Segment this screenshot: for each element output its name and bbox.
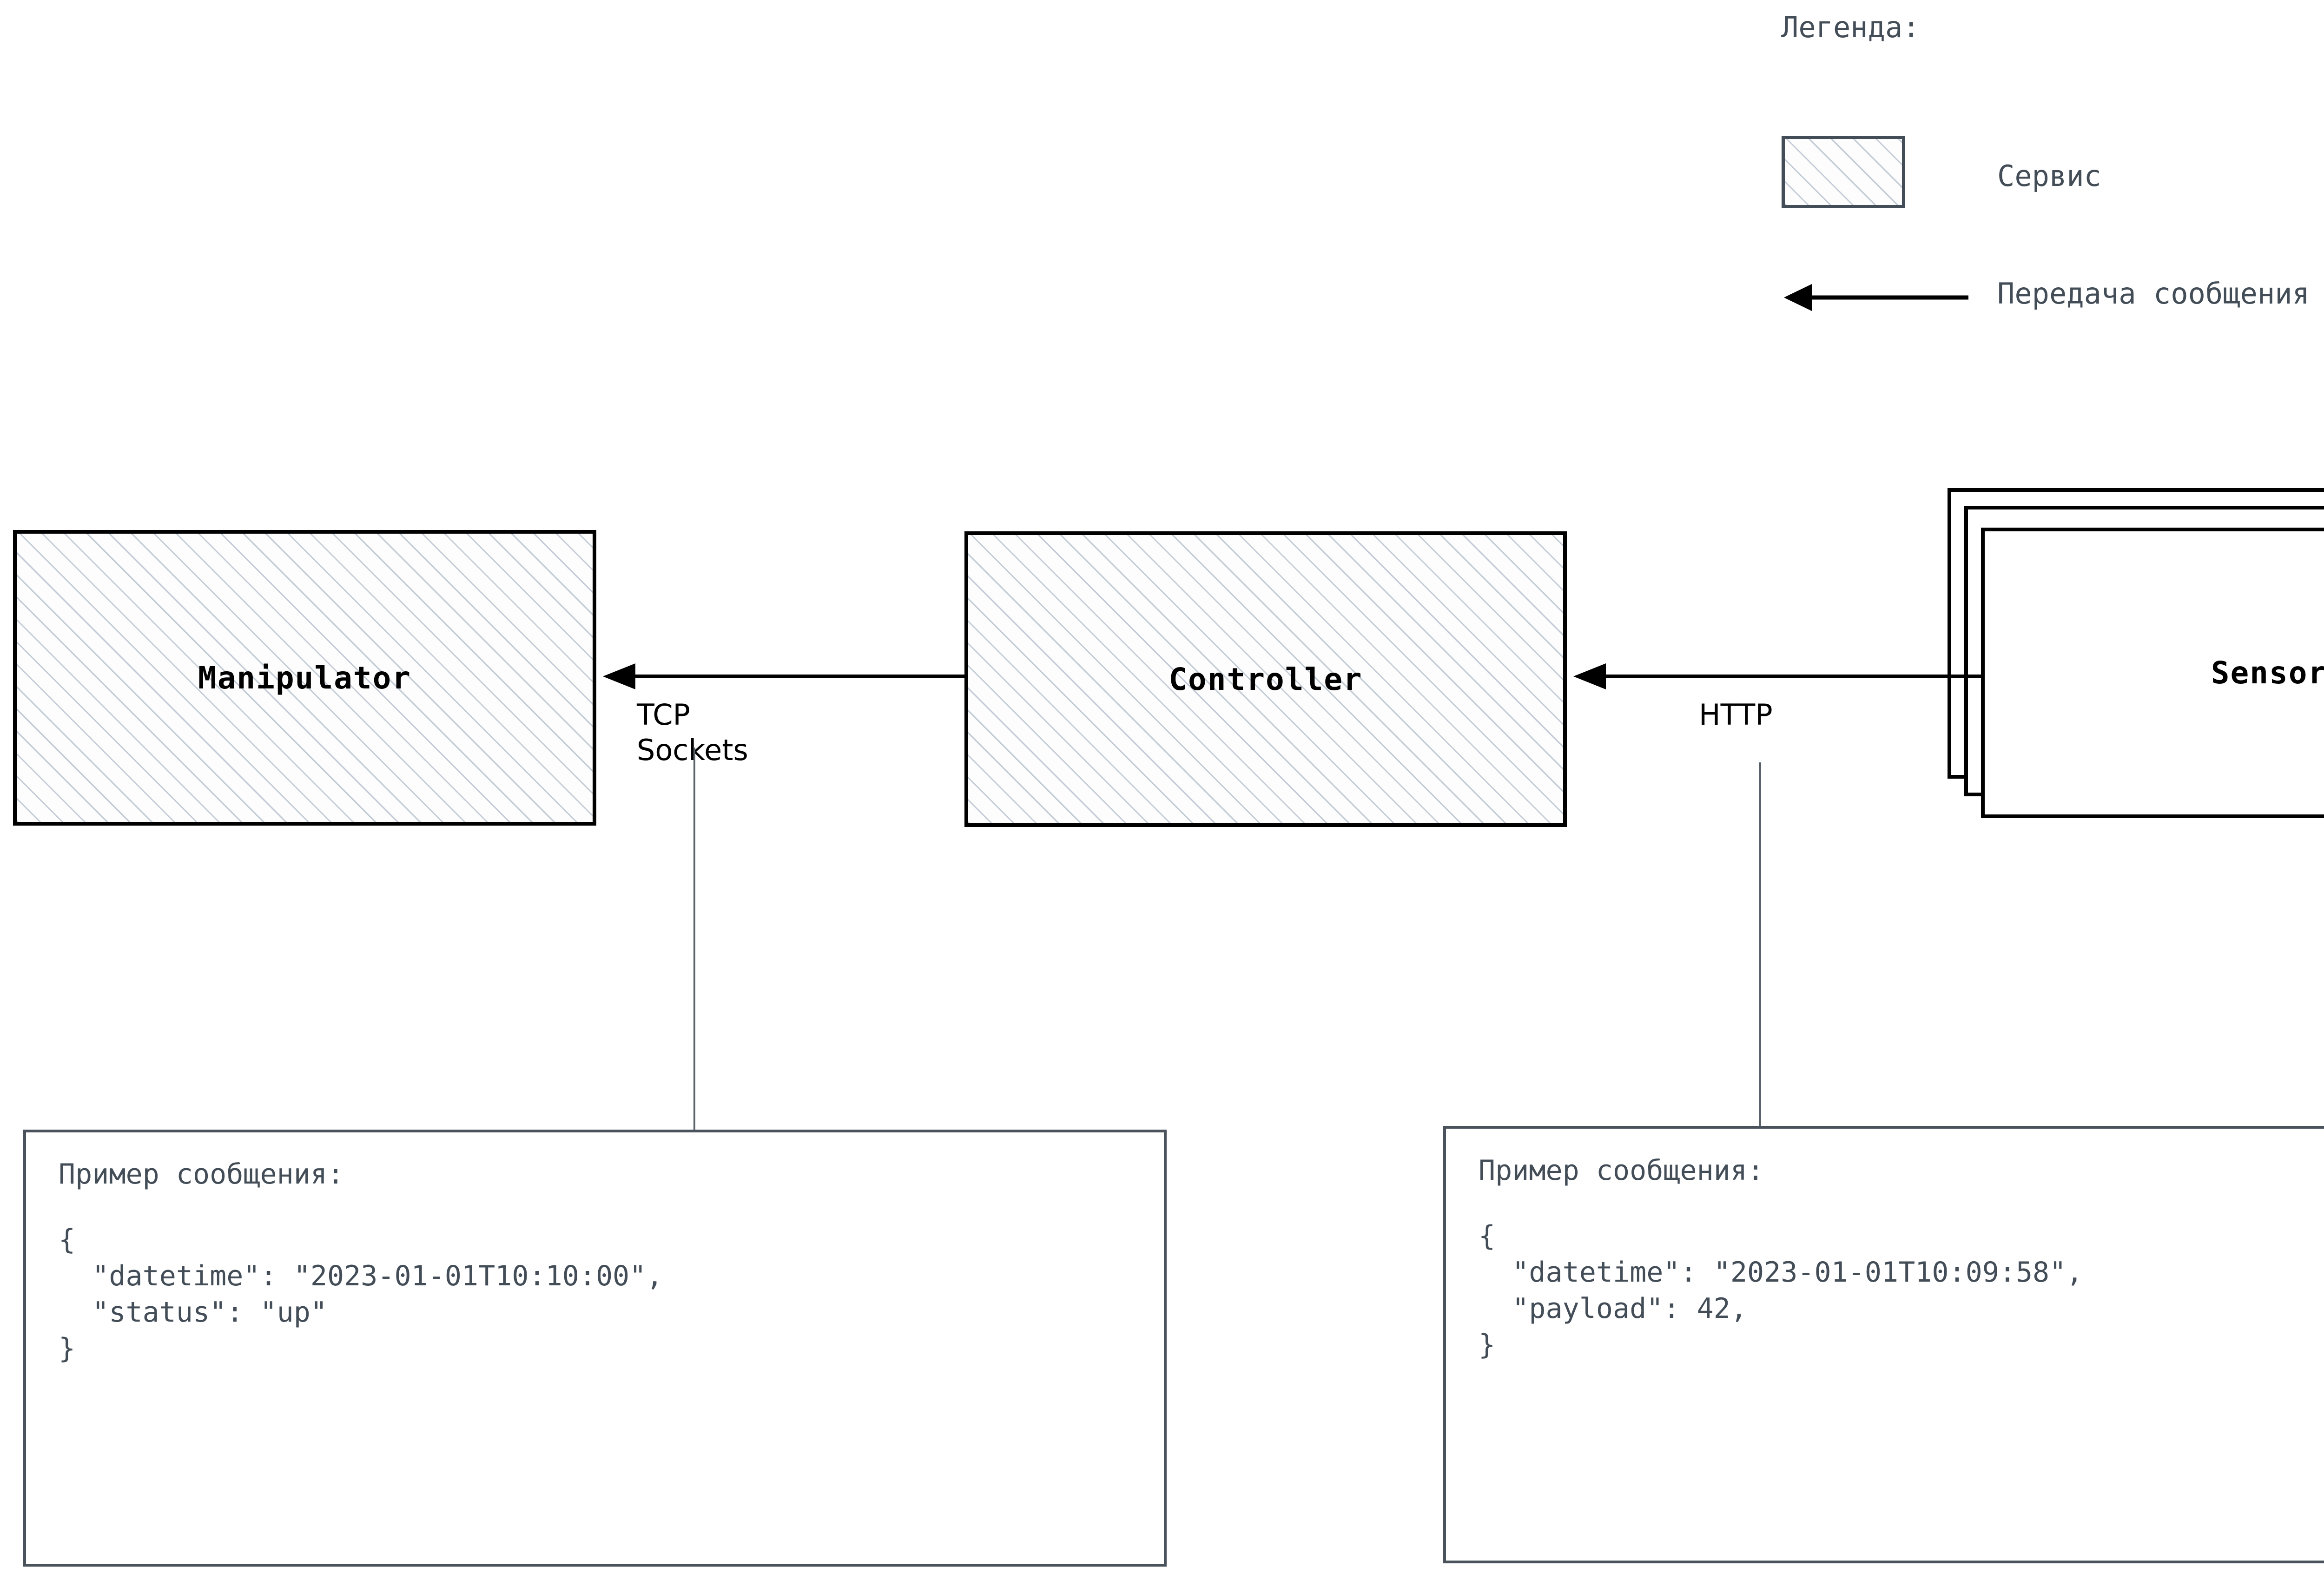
sensor-stack-layer-front: Sensor — [1981, 528, 2324, 818]
legend-service-swatch — [1782, 136, 1905, 208]
message-example-box-right: Пример сообщения: { "datetime": "2023-01… — [1443, 1126, 2324, 1563]
edge-sensor-to-controller-arrow-icon — [1567, 662, 1985, 690]
node-sensor-label: Sensor — [2211, 655, 2324, 691]
edge-controller-to-manipulator-arrow-icon — [596, 662, 968, 690]
message-right-title: Пример сообщения: — [1479, 1154, 1764, 1187]
node-manipulator[interactable]: Manipulator — [13, 530, 596, 826]
node-controller[interactable]: Controller — [964, 531, 1567, 827]
legend: Легенда: — [1720, 0, 2324, 353]
message-left-title: Пример сообщения: — [59, 1158, 344, 1191]
node-manipulator-label: Manipulator — [198, 660, 412, 696]
connector-line-right — [1759, 762, 1761, 1130]
message-example-box-left: Пример сообщения: { "datetime": "2023-01… — [23, 1130, 1167, 1567]
legend-title: Легенда: — [1781, 10, 1920, 44]
legend-service-label: Сервис — [1997, 159, 2101, 193]
legend-message-arrow-icon — [1776, 279, 1971, 316]
node-sensor[interactable]: Sensor — [1943, 483, 2324, 823]
message-right-body: { "datetime": "2023-01-01T10:09:58", "pa… — [1479, 1220, 2083, 1361]
node-controller-label: Controller — [1169, 661, 1363, 697]
edge-label-tcp-sockets: TCP Sockets — [637, 698, 748, 767]
edge-label-http: HTTP — [1699, 698, 1773, 732]
connector-line-left — [693, 748, 695, 1130]
message-left-body: { "datetime": "2023-01-01T10:10:00", "st… — [59, 1224, 663, 1365]
legend-message-label: Передача сообщения — [1997, 277, 2310, 311]
